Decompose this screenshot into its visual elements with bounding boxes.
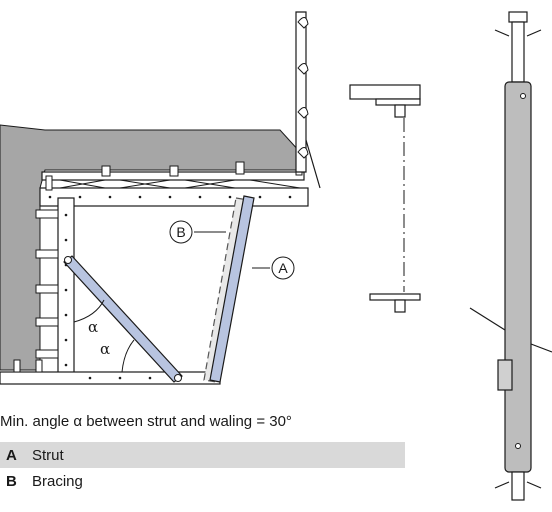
callout-b-circle bbox=[169, 220, 193, 244]
angle-arc-upper bbox=[73, 299, 105, 323]
legend: A Strut B Bracing bbox=[0, 442, 405, 494]
angle-arc-lower bbox=[121, 339, 135, 373]
wall-ties bbox=[35, 209, 59, 359]
prop-pin-top bbox=[520, 93, 526, 99]
legend-label: Strut bbox=[32, 446, 64, 464]
legend-key: A bbox=[6, 446, 17, 464]
legend-label: Bracing bbox=[32, 472, 83, 490]
soffit-holes bbox=[48, 195, 292, 199]
strut-a-vertical bbox=[209, 195, 255, 383]
callout-a-circle bbox=[271, 256, 295, 280]
prop-pin-bottom bbox=[515, 443, 521, 449]
angle-label-upper: α bbox=[88, 318, 98, 336]
angle-label-lower: α bbox=[100, 340, 110, 358]
edge-clamps bbox=[297, 17, 309, 159]
strut-pin-bottom bbox=[174, 374, 182, 382]
soffit-ribs bbox=[59, 179, 301, 189]
bottom-waling bbox=[0, 371, 221, 385]
legend-key: B bbox=[6, 472, 17, 490]
waling-holes bbox=[64, 213, 68, 367]
section-detail bbox=[349, 84, 421, 313]
floor-supports bbox=[13, 359, 43, 373]
legend-row-bracing: B Bracing bbox=[0, 468, 405, 494]
edge-return bbox=[305, 139, 321, 189]
concrete-wall bbox=[0, 124, 301, 371]
push-pull-prop bbox=[469, 11, 552, 501]
callout-a-label: A bbox=[278, 260, 288, 276]
edge-formwork bbox=[295, 11, 307, 173]
min-angle-caption: Min. angle α between strut and waling = … bbox=[0, 413, 292, 430]
legend-row-strut: A Strut bbox=[0, 442, 405, 468]
strut-pin-top bbox=[64, 256, 72, 264]
callout-b-label: B bbox=[176, 224, 185, 240]
